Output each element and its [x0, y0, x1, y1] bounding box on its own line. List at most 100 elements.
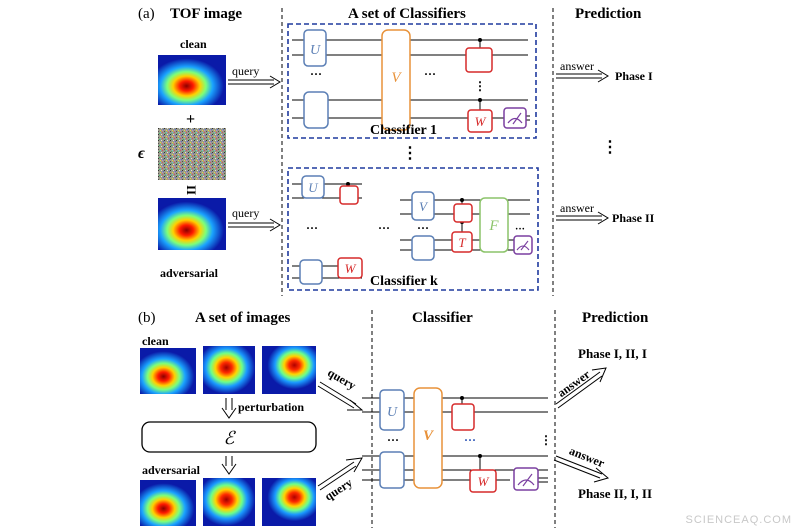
query-arrow-a2	[228, 218, 281, 232]
answer-arrow-b2	[553, 455, 610, 483]
epsilon-label-a: ϵ	[138, 145, 145, 162]
dots-k2: ···	[378, 221, 390, 235]
measurement-gate-b	[513, 467, 539, 491]
gate-blank-b	[379, 451, 405, 489]
gate-U-1: U	[303, 29, 327, 67]
answer-arrow-a1	[556, 69, 609, 83]
prediction-title-b: Prediction	[582, 310, 649, 326]
svg-text:V: V	[423, 428, 435, 444]
classifier-1-box	[287, 23, 537, 139]
clean-tof-image	[158, 55, 226, 105]
adversarial-image-2	[203, 478, 255, 526]
gate-red-1	[465, 47, 493, 73]
gate-blank-1	[303, 91, 329, 129]
vdots-between-classifiers: ⋮	[402, 145, 418, 162]
adversarial-arrow	[221, 456, 237, 475]
control-dot-b1	[460, 396, 464, 400]
svg-text:W: W	[475, 114, 487, 129]
dots-b2: ···	[464, 433, 476, 447]
query-arrow-b1	[317, 381, 364, 411]
classifier-title-b: Classifier	[412, 310, 473, 326]
gate-T-k: T	[451, 231, 473, 253]
adversarial-label-b: adversarial	[142, 463, 201, 477]
adversarial-image-1	[140, 480, 196, 526]
adversarial-image-3	[262, 478, 316, 526]
panel-b-label: (b)	[138, 310, 156, 326]
answer-arrow-a2	[556, 211, 609, 225]
measurement-gate-k	[513, 235, 533, 255]
adversarial-label-a: adversarial	[160, 266, 219, 280]
adversarial-tof-image	[158, 198, 226, 250]
phase-adv-label: Phase II, I, II	[578, 486, 652, 501]
control-dot-b2	[478, 454, 482, 458]
query-arrow-b2	[317, 457, 363, 491]
answer-label-b1: answer	[555, 367, 593, 400]
gate-red-k1	[339, 185, 359, 205]
answer-label-a1: answer	[560, 59, 594, 73]
clean-label-b: clean	[142, 334, 169, 348]
clean-image-1	[140, 348, 196, 394]
control-dot-2	[478, 98, 482, 102]
gate-blank-k1	[299, 259, 323, 285]
classifier-k-box	[287, 167, 539, 291]
equals-sign: II	[184, 185, 199, 195]
answer-label-a2: answer	[560, 201, 594, 215]
svg-text:U: U	[387, 405, 398, 420]
query-label-a2: query	[232, 206, 259, 220]
prediction-title-a: Prediction	[575, 6, 642, 22]
classifier-1-label: Classifier 1	[370, 123, 437, 138]
images-title: A set of images	[195, 310, 291, 326]
gate-red-b	[451, 403, 475, 431]
gate-V-k: V	[411, 191, 435, 221]
gate-U-b: U	[379, 389, 405, 431]
vdots-a1: ⋮	[474, 79, 486, 93]
svg-text:T: T	[458, 235, 466, 250]
dots-k3: ···	[417, 221, 429, 235]
gate-W-b: W	[469, 469, 497, 493]
svg-text:W: W	[478, 474, 490, 489]
svg-text:V: V	[419, 199, 429, 214]
control-dot-k2	[460, 198, 464, 202]
vdots-b: ⋮	[540, 433, 552, 447]
classifiers-title: A set of Classifiers	[348, 6, 466, 22]
dots-k1: ···	[306, 221, 318, 235]
tof-image-title: TOF image	[170, 6, 242, 22]
clean-image-3	[262, 346, 316, 394]
perturbation-arrow	[221, 398, 237, 419]
dots-k4: ···	[515, 224, 525, 235]
svg-text:U: U	[308, 180, 319, 195]
gate-F-k: F	[479, 197, 509, 253]
perturbation-box	[141, 421, 317, 453]
answer-label-b2: answer	[567, 444, 607, 471]
watermark: SCIENCEAQ.COM	[685, 514, 792, 526]
gate-U-k: U	[301, 175, 325, 199]
clean-label-a: clean	[180, 37, 207, 51]
noise-image	[158, 128, 226, 180]
clean-image-2	[203, 346, 255, 394]
measurement-gate-1	[503, 107, 527, 129]
svg-text:V: V	[391, 70, 402, 86]
gate-W-1: W	[467, 109, 493, 133]
phase-1-label: Phase I	[615, 69, 653, 83]
dots-b1: ···	[387, 433, 399, 447]
perturbation-epsilon: ℰ	[224, 428, 237, 448]
plus-sign: +	[186, 111, 195, 128]
svg-text:W: W	[345, 261, 357, 276]
answer-arrow-b1	[555, 367, 607, 409]
svg-text:U: U	[310, 43, 321, 58]
dots-a1: ···	[310, 67, 322, 81]
gate-W-k: W	[337, 257, 363, 279]
svg-text:F: F	[488, 218, 499, 234]
classifier-k-label: Classifier k	[370, 274, 438, 289]
panel-a-label: (a)	[138, 6, 155, 22]
gate-blank-k2	[411, 235, 435, 261]
gate-V-b: V	[413, 387, 443, 489]
query-label-a1: query	[232, 64, 259, 78]
query-arrow-a1	[228, 75, 281, 89]
phase-2-label: Phase II	[612, 211, 655, 225]
gate-V-1: V	[381, 29, 411, 131]
control-dot-k1	[346, 182, 350, 186]
perturbation-label: perturbation	[238, 400, 304, 414]
control-dot-1	[478, 38, 482, 42]
